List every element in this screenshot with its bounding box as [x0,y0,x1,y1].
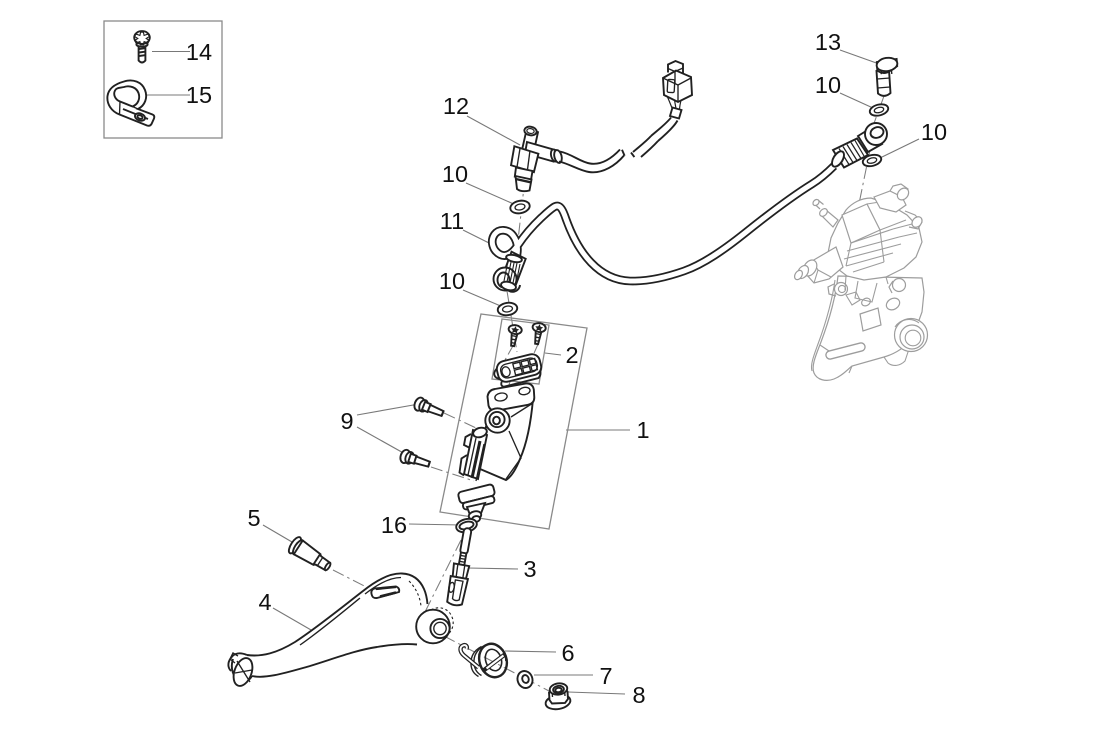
svg-text:1: 1 [636,417,649,443]
svg-text:10: 10 [921,119,947,145]
svg-text:10: 10 [439,268,465,294]
svg-text:15: 15 [186,82,212,108]
svg-text:10: 10 [442,161,468,187]
svg-text:12: 12 [443,93,469,119]
svg-text:13: 13 [815,29,841,55]
svg-text:8: 8 [632,682,645,708]
svg-text:14: 14 [186,39,212,65]
svg-text:2: 2 [565,342,578,368]
svg-text:10: 10 [815,72,841,98]
svg-text:3: 3 [523,556,536,582]
svg-text:11: 11 [440,208,464,234]
svg-text:5: 5 [247,505,260,531]
svg-text:7: 7 [599,663,612,689]
svg-text:16: 16 [381,512,407,538]
svg-text:4: 4 [258,589,271,615]
svg-text:9: 9 [340,408,353,434]
svg-text:6: 6 [561,640,574,666]
